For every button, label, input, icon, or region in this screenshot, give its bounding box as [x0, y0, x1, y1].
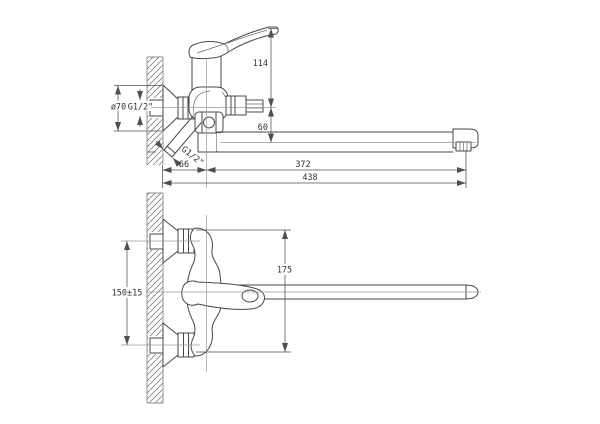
shower-pipe [163, 115, 202, 158]
label-overall-reach: 438 [302, 173, 317, 183]
handle-plan [181, 280, 265, 310]
wall-section-plan [146, 192, 164, 404]
plan-view [146, 192, 479, 404]
centerlines [110, 58, 481, 372]
label-spout-reach: 372 [295, 160, 310, 170]
escutcheon-cone [162, 84, 179, 132]
aerator [455, 141, 472, 152]
lever-handle [188, 26, 279, 60]
label-center-distance: 150±15 [112, 289, 143, 299]
diverter-nut [194, 111, 224, 134]
label-inlet-thread: G1/2" [128, 103, 154, 113]
spout-side [216, 128, 479, 153]
lower-eccentric [149, 337, 164, 354]
label-body-span: 175 [277, 266, 292, 276]
upper-eccentric [149, 233, 164, 250]
dimension-lengths [162, 150, 467, 188]
label-wall-to-center: 66 [179, 160, 189, 170]
shower-outlet-stub [225, 95, 264, 116]
handle-hole [241, 289, 259, 303]
spout-connector [197, 132, 218, 153]
dimension-shower-thread [148, 140, 182, 168]
label-flange-diameter: ø70 [111, 103, 126, 113]
side-view [146, 26, 479, 165]
dimensions-plan-view: 175 150±15 [108, 229, 297, 353]
label-spout-drop: 60 [258, 123, 268, 133]
dimension-body-span [196, 229, 291, 353]
dimension-handle-height [268, 28, 278, 108]
label-handle-height: 114 [253, 59, 268, 69]
